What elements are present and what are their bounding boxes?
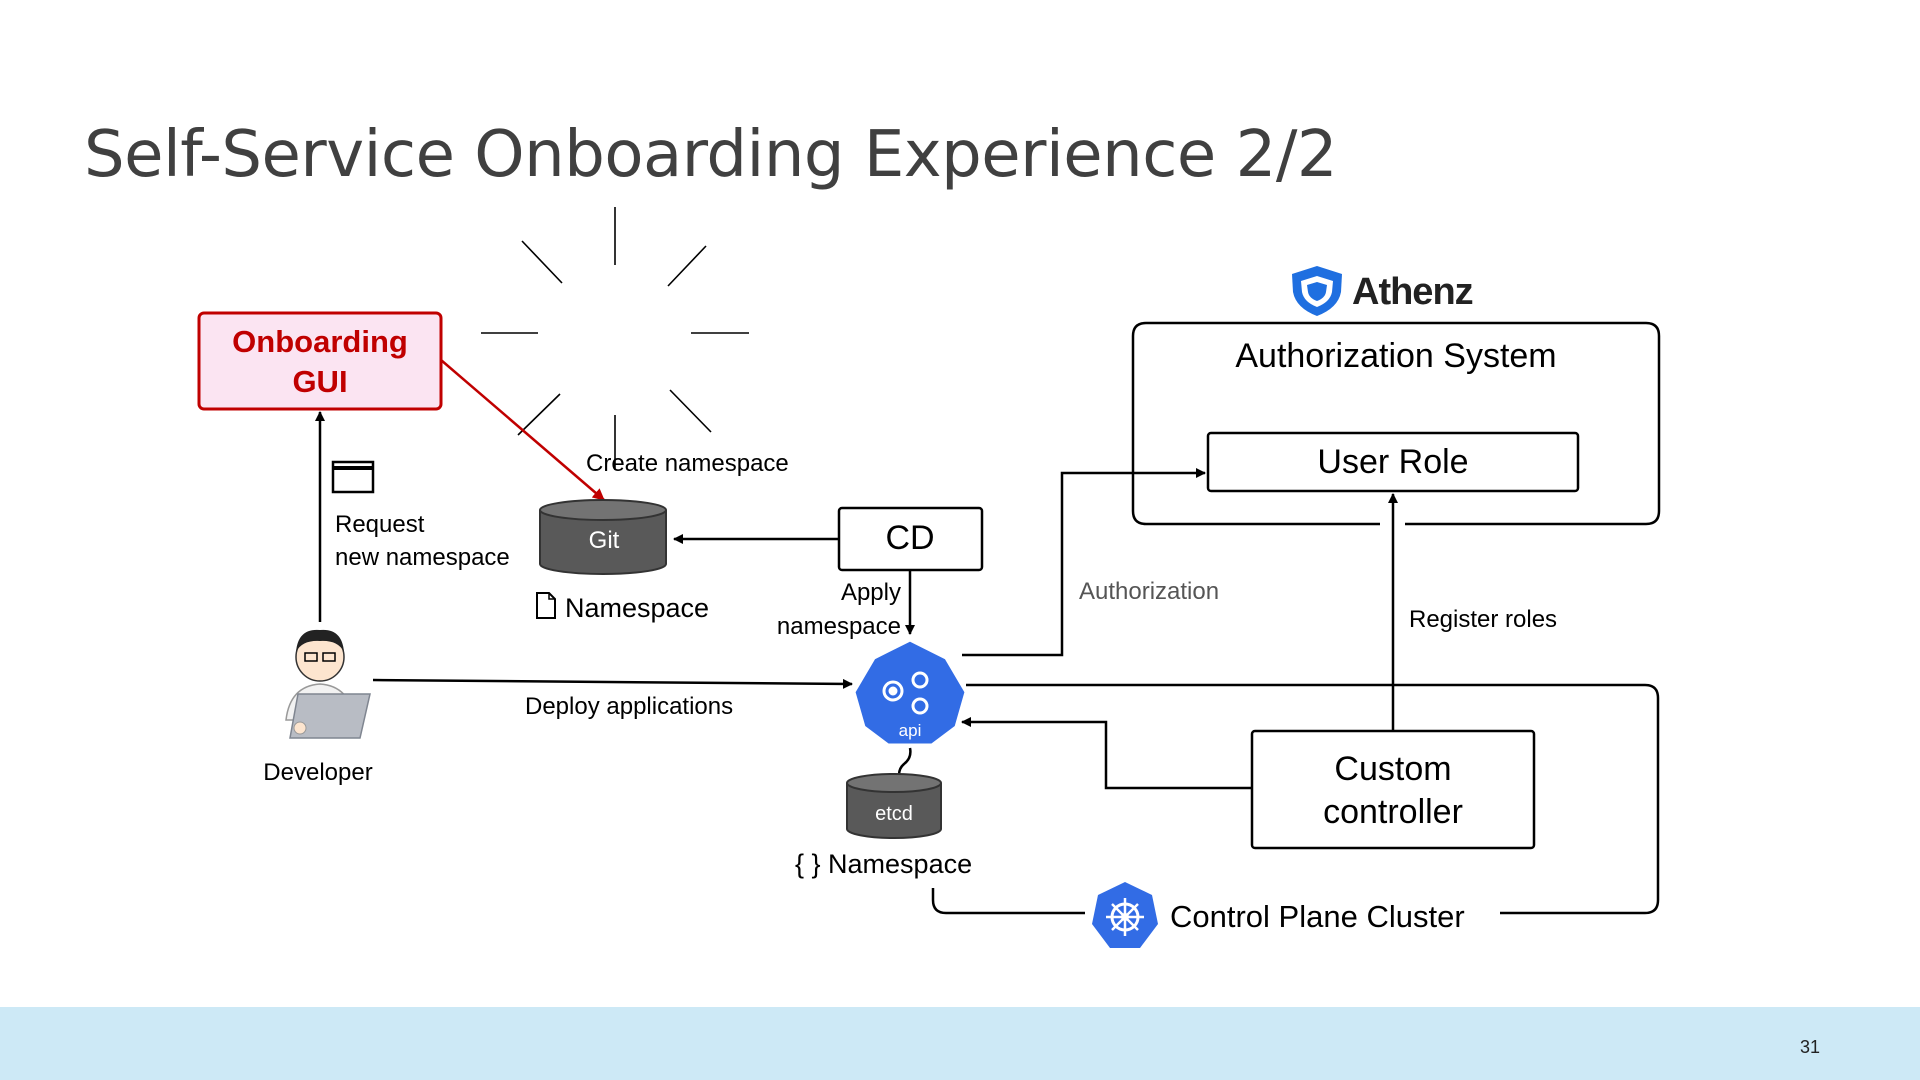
onboarding-gui-label-line2: GUI (292, 364, 347, 399)
git-label: Git (589, 527, 620, 554)
highlight-sunburst (481, 207, 749, 470)
custom-controller-node: Custom controller (1250, 729, 1536, 850)
apply-namespace-label-line2: namespace (777, 613, 901, 640)
document-icon (536, 592, 556, 619)
gears-icon (882, 671, 929, 715)
create-namespace-arrow (440, 359, 605, 501)
slide-footer: 31 (0, 1007, 1920, 1080)
onboarding-gui-node: Onboarding GUI (197, 311, 443, 411)
control-plane-cluster-boundary (966, 683, 1660, 915)
deploy-applications-arrow (372, 678, 853, 689)
apply-namespace-label-line1: Apply (841, 579, 901, 606)
browser-window-icon (331, 460, 375, 494)
authorization-label: Authorization (1079, 578, 1219, 605)
athenz-wordmark: Athenz (1352, 271, 1473, 313)
onboarding-gui-label-line1: Onboarding (232, 324, 408, 359)
controller-to-api-arrow (961, 717, 1252, 790)
authorization-system-label: Authorization System (1235, 337, 1556, 375)
authorization-system-boundary (1131, 321, 1661, 526)
page-number: 31 (1799, 1037, 1820, 1057)
deploy-applications-label: Deploy applications (525, 693, 733, 720)
etcd-node: etcd (846, 773, 942, 839)
control-plane-cluster-label: Control Plane Cluster (1170, 899, 1465, 934)
etcd-label: etcd (875, 803, 913, 825)
request-namespace-label-line2: new namespace (335, 544, 510, 571)
etcd-namespace-caption: { } Namespace (795, 849, 972, 879)
cd-label: CD (885, 519, 934, 557)
request-namespace-label-line1: Request (335, 511, 425, 538)
git-repository-node: Git (539, 499, 667, 575)
api-label: api (899, 721, 922, 740)
user-role-label: User Role (1317, 443, 1468, 481)
user-role-node: User Role (1206, 431, 1580, 493)
cd-node: CD (837, 506, 984, 572)
kubernetes-wheel-icon (1092, 882, 1158, 948)
architecture-diagram: Onboarding GUI Create namespace Request … (197, 207, 1661, 948)
custom-controller-label-line2: controller (1323, 793, 1463, 831)
git-namespace-caption: Namespace (565, 593, 709, 623)
slide-title: Self-Service Onboarding Experience 2/2 (84, 118, 1338, 192)
kubernetes-api-node: api (852, 638, 968, 747)
register-roles-label: Register roles (1409, 606, 1557, 633)
custom-controller-label-line1: Custom (1334, 750, 1451, 788)
developer-label: Developer (263, 759, 372, 786)
create-namespace-label: Create namespace (586, 450, 789, 477)
athenz-logo: Athenz (1292, 266, 1474, 316)
authorization-arrow (962, 468, 1206, 657)
developer-avatar (285, 629, 371, 739)
